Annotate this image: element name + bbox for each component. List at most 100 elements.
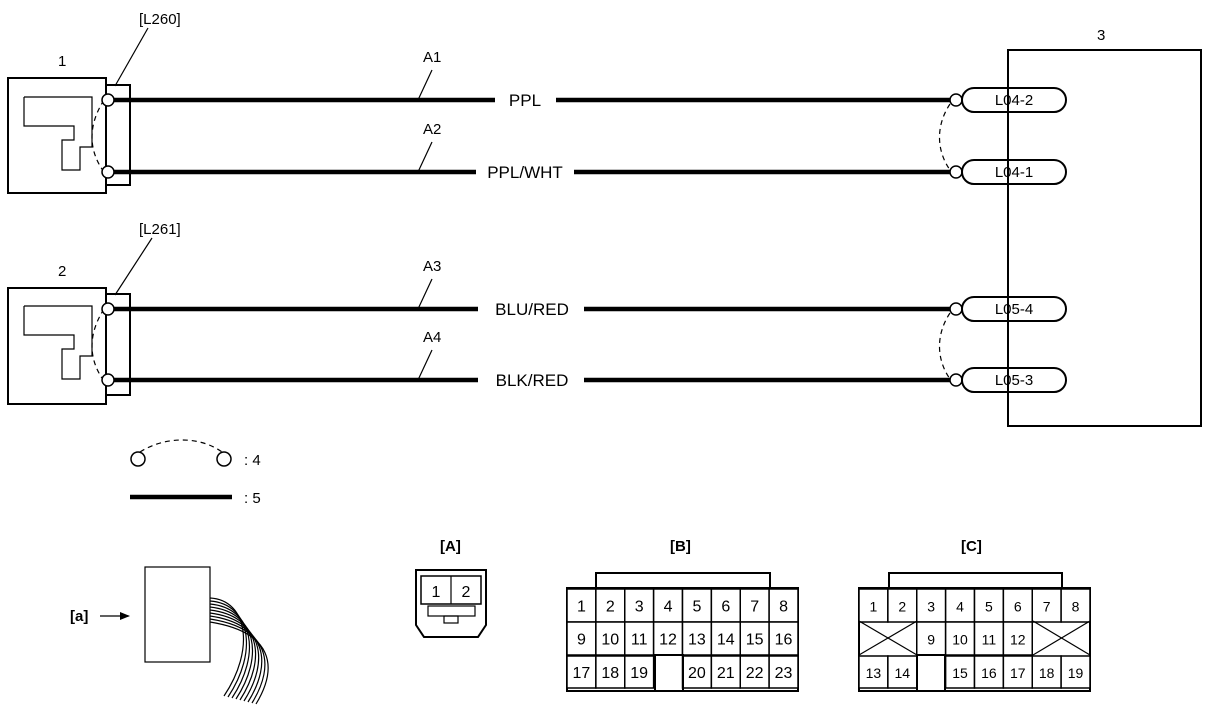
- terminal-icon: [949, 302, 963, 316]
- terminal-l04-1-label: L04-1: [995, 164, 1033, 181]
- component-1: 1: [7, 53, 131, 194]
- terminal-icon: [949, 93, 963, 107]
- terminal-icon: [949, 165, 963, 179]
- pin-number: 17: [573, 665, 591, 682]
- component-1-label: 1: [58, 53, 66, 70]
- wire-bundle-icon: [209, 597, 269, 705]
- terminal-icon: [101, 302, 115, 316]
- pin-cell: [887, 588, 918, 623]
- pin-number: 1: [577, 599, 586, 616]
- pin-number: 2: [606, 599, 615, 616]
- pin-number: 17: [1010, 665, 1026, 681]
- pin-number: 5: [985, 599, 993, 615]
- pin-number: 13: [866, 665, 882, 681]
- legend: : 4 : 5: [130, 439, 261, 507]
- pin-number: 21: [717, 665, 735, 682]
- pin-cell: [973, 655, 1005, 689]
- component-2-label: 2: [58, 263, 66, 280]
- pin-number: 3: [635, 599, 644, 616]
- terminal-l05-4-label: L05-4: [995, 301, 1033, 318]
- pin-number: 14: [717, 632, 735, 649]
- pin-number: 16: [981, 665, 997, 681]
- wire-a3-color: BLU/RED: [495, 300, 569, 319]
- pin-number: 18: [601, 665, 619, 682]
- pin-cell: [1031, 588, 1062, 623]
- connector-L260-label: [L260]: [139, 11, 181, 28]
- pin-cell: [768, 588, 799, 623]
- component-2: 2: [7, 263, 131, 405]
- pin-number: 1: [870, 599, 878, 615]
- connector-a-pin: 1: [432, 584, 441, 601]
- pin-number: 16: [775, 632, 793, 649]
- arrow-right-icon: [100, 612, 130, 620]
- wire-a4-id: A4: [423, 329, 441, 346]
- pin-cell: [566, 655, 597, 689]
- pin-number: 23: [775, 665, 793, 682]
- pin-number: 19: [630, 665, 648, 682]
- pin-cell: [681, 655, 713, 689]
- pin-number: 2: [898, 599, 906, 615]
- pin-number: 6: [1014, 599, 1022, 615]
- connector-L261-label: [L261]: [139, 221, 181, 238]
- wire-a2-id: A2: [423, 121, 441, 138]
- pin-cell: [768, 621, 799, 656]
- legend-shielded-icon: [130, 439, 232, 467]
- pin-cell: [595, 655, 626, 689]
- pin-cell: [1002, 621, 1033, 656]
- connector-body-icon: [144, 566, 211, 663]
- connector-view-b-label: [B]: [670, 538, 691, 555]
- connector-view-c-label: [C]: [961, 538, 982, 555]
- pin-cell: [858, 655, 889, 689]
- pin-number: 12: [1010, 632, 1026, 648]
- pin-number: 11: [631, 632, 648, 649]
- pin-number: 15: [746, 632, 764, 649]
- pin-number: 22: [746, 665, 764, 682]
- component-3-label: 3: [1097, 27, 1105, 44]
- pin-number: 20: [688, 665, 706, 682]
- terminal-l04-2-label: L04-2: [995, 92, 1033, 109]
- legend-wire-label: : 5: [244, 490, 261, 507]
- pin-number: 8: [779, 599, 788, 616]
- pin-number: 8: [1072, 599, 1080, 615]
- pin-number: 12: [659, 632, 677, 649]
- connector-a-pin: 2: [462, 584, 471, 601]
- view-a-label: [a]: [70, 608, 88, 625]
- terminal-l05-3-label: L05-3: [995, 372, 1033, 389]
- connector-L260: [L260]: [114, 11, 181, 87]
- pin-number: 4: [956, 599, 964, 615]
- pin-number: 19: [1068, 665, 1084, 681]
- pin-number: 9: [927, 632, 935, 648]
- pin-number: 13: [688, 632, 706, 649]
- cavity-plug-icon: [858, 620, 918, 656]
- pin-cell: [768, 655, 799, 689]
- cavity-plug-icon: [1032, 620, 1091, 656]
- pin-cell: [652, 621, 684, 656]
- pin-cell: [710, 588, 741, 623]
- view-a: [a]: [70, 566, 269, 705]
- wire-a4-color: BLK/RED: [496, 371, 569, 390]
- terminal-icon: [101, 93, 115, 107]
- pin-cell: [739, 655, 770, 689]
- pin-cell: [916, 621, 947, 656]
- pin-number: 4: [664, 599, 673, 616]
- pin-cell: [1031, 655, 1062, 689]
- pin-number: 14: [895, 665, 911, 681]
- pin-number: 7: [750, 599, 759, 616]
- pin-number: 6: [721, 599, 730, 616]
- wire-a3-id: A3: [423, 258, 441, 275]
- terminal-icon: [101, 373, 115, 387]
- pin-cell: [624, 621, 655, 656]
- wire-a1-color: PPL: [509, 91, 541, 110]
- pin-number: 10: [601, 632, 619, 649]
- terminal-icon: [101, 165, 115, 179]
- wire-a1-id: A1: [423, 49, 441, 66]
- wire-a4: A4 BLK/RED L05-3: [101, 329, 1067, 393]
- pin-cell: [1060, 588, 1091, 623]
- legend-shielded-label: : 4: [244, 452, 261, 469]
- connector-view-a-label: [A]: [440, 538, 461, 555]
- wire-a2: A2 PPL/WHT L04-1: [101, 121, 1067, 185]
- pin-number: 11: [982, 632, 997, 648]
- component-3: 3: [939, 27, 1202, 427]
